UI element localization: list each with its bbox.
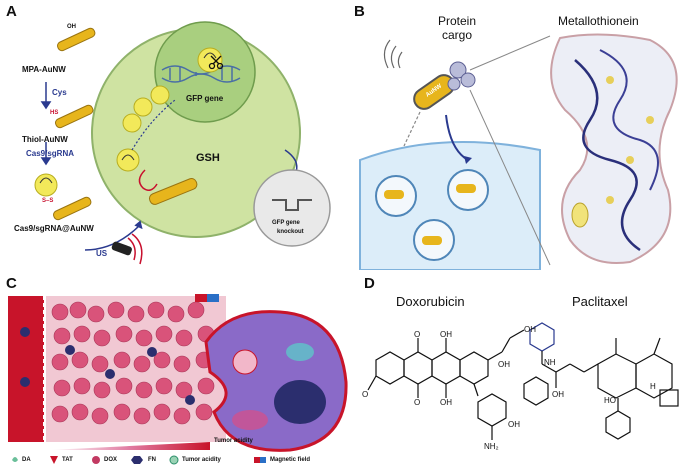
panel-d: D Doxorubicin Paclitaxel	[360, 272, 700, 469]
atom-oh-3: OH	[498, 360, 510, 369]
atom-o-2: O	[414, 398, 421, 407]
scissors-icon	[208, 55, 224, 70]
atom-h: H	[650, 382, 656, 391]
panel-c-illustration	[8, 294, 348, 465]
legend-tumor-acidity: Tumor acidity	[182, 457, 221, 463]
oh-label: OH	[67, 24, 76, 30]
atom-oh-5: OH	[508, 420, 520, 429]
panel-a: A	[0, 0, 345, 270]
transport-path	[131, 99, 176, 151]
zoom-line	[469, 89, 551, 266]
panel-b-label: B	[354, 3, 365, 20]
knockout-label-2: knockout	[277, 229, 304, 235]
metallothionein-structure	[550, 33, 678, 264]
knockout-cell	[253, 169, 331, 247]
blood-vessel	[8, 296, 44, 442]
deflection-arrow	[403, 111, 421, 147]
panel-d-label: D	[364, 275, 375, 292]
hs-label: HS	[50, 110, 59, 116]
panel-b-illustration	[359, 33, 678, 270]
panel-c-label: C	[6, 275, 17, 292]
motion-lines	[383, 39, 403, 69]
magnet-icon	[195, 294, 219, 302]
cys-label: Cys	[52, 88, 67, 97]
atom-nh2: NH₂	[484, 442, 499, 451]
protein-cargo-label-2: cargo	[442, 28, 473, 42]
atom-meo: O	[362, 390, 369, 399]
acidity-bar-label: Tumor acidity	[214, 438, 253, 444]
doxorubicin-structure	[367, 329, 525, 440]
cancer-nucleus	[274, 380, 326, 424]
paclitaxel-structure	[523, 322, 679, 440]
dna-helix	[161, 65, 241, 83]
atom-ho: HO	[604, 396, 616, 405]
atom-oh-2: OH	[524, 325, 536, 334]
legend-magnetic-field: Magnetic field	[270, 457, 311, 463]
thiol-label: Thiol-AuNW	[22, 135, 68, 144]
cell-membrane	[359, 141, 541, 270]
nanoparticles	[20, 327, 195, 405]
legend-fn: FN	[148, 457, 156, 463]
protein-cargo	[447, 61, 476, 91]
metallothionein-label: Metallothionein	[558, 14, 639, 28]
atom-o-1: O	[414, 330, 421, 339]
panel-d-structures	[367, 322, 679, 440]
endosome	[375, 169, 489, 261]
atom-oh-1: OH	[440, 330, 452, 339]
panel-a-illustration	[34, 21, 331, 265]
organelle	[232, 410, 268, 430]
ss-label: S–S	[42, 198, 54, 204]
cut-dna	[272, 199, 312, 211]
atom-oh-6: OH	[552, 390, 564, 399]
nanoparticle-in-cell	[232, 349, 258, 375]
ultrasound-probe-icon	[111, 233, 143, 265]
cancer-cell	[204, 310, 348, 452]
panel-b: B	[350, 0, 700, 270]
atom-oh-4: OH	[440, 398, 452, 407]
tumor-cells	[51, 301, 215, 425]
atom-nh: NH	[544, 358, 556, 367]
paclitaxel-title: Paclitaxel	[572, 294, 628, 309]
panel-c: C	[0, 272, 360, 469]
acidity-gradient	[50, 442, 210, 450]
us-label: US	[96, 249, 108, 258]
legend-tat: TAT	[62, 457, 73, 463]
gsh-label: GSH	[196, 152, 220, 164]
panel-a-label: A	[6, 3, 17, 20]
nanowire-stack	[34, 27, 96, 221]
gfp-gene-label: GFP gene	[186, 94, 224, 103]
doxorubicin-title: Doxorubicin	[396, 294, 465, 309]
organelle	[286, 343, 314, 361]
disulfide-bond	[138, 169, 158, 191]
legend-da: DA	[22, 457, 31, 463]
cas9-complex	[116, 47, 223, 172]
mpa-label: MPA-AuNW	[22, 65, 66, 74]
process-arrows	[40, 82, 52, 166]
legend-dox: DOX	[104, 457, 118, 463]
zoom-line	[469, 35, 551, 71]
nucleus	[154, 21, 256, 123]
knockout-label-1: GFP gene	[272, 220, 300, 226]
cas9-sgrna-label: Cas9/sgRNA	[26, 149, 75, 158]
legend-icons	[12, 455, 266, 465]
cas9-complex-label: Cas9/sgRNA@AuNW	[14, 224, 94, 233]
au-nanowire	[148, 178, 198, 205]
protein-cargo-label-1: Protein	[438, 14, 477, 28]
